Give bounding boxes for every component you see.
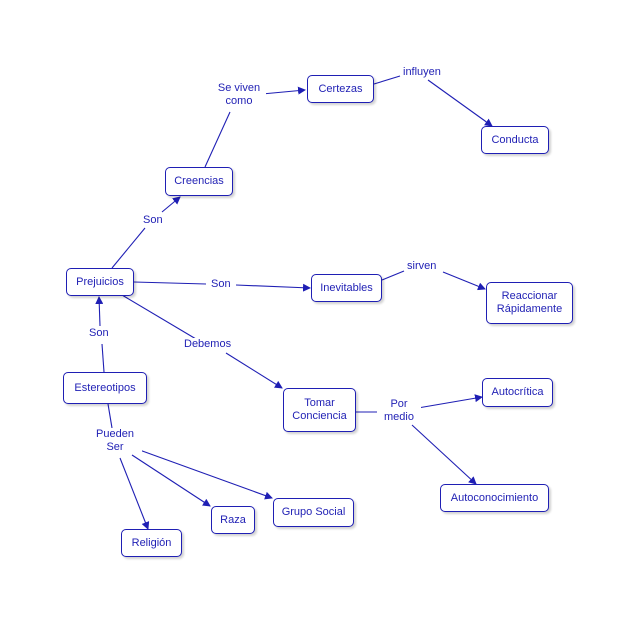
node-prejuicios-label: Prejuicios	[76, 275, 124, 288]
edge-certezas-influyen	[373, 75, 401, 85]
edge-inevitables-sirven	[381, 270, 405, 281]
link-text-line1: Por	[390, 398, 408, 410]
node-reaccionar-line2: Rápidamente	[496, 303, 563, 315]
link-text: Son	[89, 327, 109, 339]
link-text: sirven	[407, 260, 437, 272]
edge-son3-prejuicios	[95, 296, 104, 327]
node-autoconocimiento-label: Autoconocimiento	[450, 491, 539, 504]
edge-estereotipos-son	[101, 343, 105, 373]
edge-prejuicios-son2	[133, 281, 207, 285]
edge-sirven-reaccionar	[442, 271, 486, 291]
link-label-sirven: sirven	[405, 260, 439, 273]
node-grupo-social-label: Grupo Social	[281, 506, 346, 518]
edge-prejuicios-debemos	[121, 294, 197, 340]
node-inevitables[interactable]: Inevitables	[311, 274, 382, 302]
node-creencias[interactable]: Creencias	[165, 167, 233, 196]
link-text-line2: medio	[384, 411, 414, 423]
edge-pueden-religion	[119, 457, 150, 530]
node-prejuicios[interactable]: Prejuicios	[66, 268, 134, 296]
link-label-son-estereotipos: Son	[87, 327, 111, 340]
node-reaccionar-rapidamente[interactable]: Reaccionar Rápidamente	[486, 282, 573, 324]
link-label-debemos: Debemos	[182, 338, 234, 351]
link-label-pueden-ser: Pueden Ser	[88, 428, 142, 454]
node-religion-label: Religión	[131, 536, 172, 549]
link-text-line2: Ser	[106, 441, 124, 453]
node-tomar-line1: Tomar	[304, 397, 335, 409]
link-text: influyen	[403, 66, 441, 78]
link-label-son-creencias: Son	[141, 214, 165, 227]
edge-pormedio-autocritica	[411, 394, 483, 410]
node-inevitables-label: Inevitables	[320, 281, 373, 294]
node-raza[interactable]: Raza	[211, 506, 255, 534]
edge-influyen-conducta	[427, 79, 493, 127]
edge-creencias-seviven	[204, 111, 231, 168]
node-raza-label: Raza	[220, 513, 246, 526]
edge-pueden-raza	[131, 454, 211, 507]
node-creencias-label: Creencias	[174, 175, 224, 187]
node-reaccionar-line1: Reaccionar	[501, 290, 558, 302]
link-text-line1: Pueden	[96, 428, 134, 440]
edge-debemos-tomar	[225, 352, 283, 389]
node-autocritica[interactable]: Autocrítica	[482, 378, 553, 407]
edge-son2-inevitables	[235, 283, 311, 292]
link-text-line1: Se viven	[217, 82, 261, 94]
edge-son-creencias	[161, 196, 181, 213]
node-estereotipos-label: Estereotipos	[74, 381, 136, 394]
link-text: Son	[143, 214, 163, 226]
link-label-influyen: influyen	[401, 66, 443, 79]
link-text-line2: como	[225, 95, 253, 107]
link-label-son-inevitables: Son	[209, 278, 233, 291]
node-autoconocimiento[interactable]: Autoconocimiento	[440, 484, 549, 512]
edge-estereotipos-pueden	[107, 403, 113, 429]
node-certezas[interactable]: Certezas	[307, 75, 374, 103]
node-autocritica-label: Autocrítica	[491, 386, 544, 398]
node-conducta[interactable]: Conducta	[481, 126, 549, 154]
node-tomar-line2: Conciencia	[292, 410, 347, 422]
edge-pormedio-autoconocimiento	[411, 424, 477, 485]
node-tomar-conciencia[interactable]: Tomar Conciencia	[283, 388, 356, 432]
node-religion[interactable]: Religión	[121, 529, 182, 557]
edge-pueden-gruposocial	[133, 447, 273, 500]
link-label-por-medio: Por medio	[377, 398, 421, 424]
node-estereotipos[interactable]: Estereotipos	[63, 372, 147, 404]
node-grupo-social[interactable]: Grupo Social	[273, 498, 354, 527]
link-text: Debemos	[184, 338, 232, 350]
link-text: Son	[211, 278, 231, 290]
node-certezas-label: Certezas	[318, 82, 363, 95]
edge-prejuicios-son	[111, 227, 146, 269]
link-label-se-viven-como: Se viven como	[212, 82, 266, 108]
edge-seviven-certezas	[261, 86, 306, 95]
node-conducta-label: Conducta	[491, 133, 539, 146]
